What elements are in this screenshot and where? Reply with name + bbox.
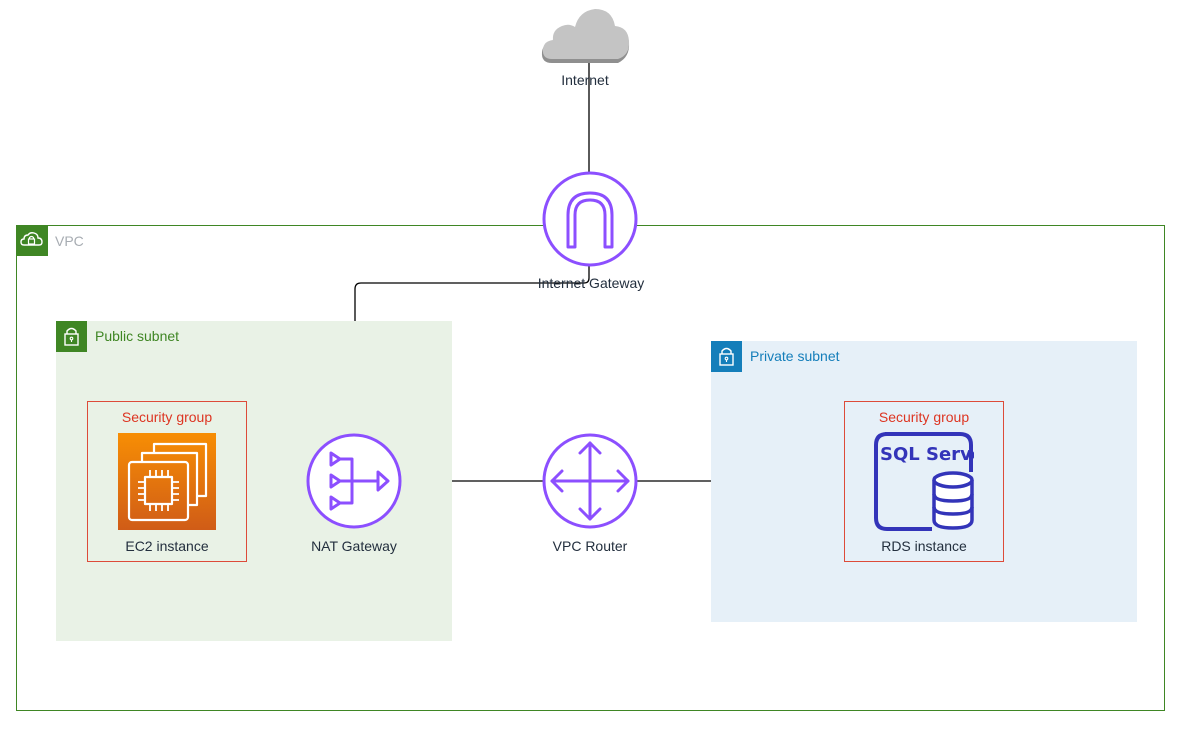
nat-gateway-icon[interactable]	[306, 433, 402, 529]
rds-sql-server-icon[interactable]: SQL Server	[874, 432, 974, 532]
vpc-router-label: VPC Router	[552, 538, 628, 554]
private-subnet	[711, 341, 1137, 622]
vpc-router-icon[interactable]	[542, 433, 638, 529]
sql-server-text: SQL Server	[880, 444, 974, 465]
public-subnet-lock-icon	[56, 321, 87, 352]
nat-gateway-label: NAT Gateway	[311, 538, 397, 554]
internet-gateway-label: Internet Gateway	[537, 275, 645, 291]
rds-security-group-label: Security group	[878, 409, 970, 425]
rds-instance-label: RDS instance	[881, 538, 967, 554]
public-subnet-label: Public subnet	[95, 328, 180, 344]
private-subnet-lock-icon	[711, 341, 742, 372]
ec2-instance-label: EC2 instance	[125, 538, 209, 554]
ec2-instance-icon[interactable]	[118, 433, 216, 530]
ec2-security-group	[87, 401, 247, 562]
internet-cloud-icon	[540, 5, 632, 65]
internet-gateway-icon[interactable]	[542, 171, 638, 267]
internet-label: Internet	[561, 72, 609, 88]
rds-security-group	[844, 401, 1004, 562]
ec2-security-group-label: Security group	[121, 409, 213, 425]
vpc-cloud-lock-icon	[16, 225, 48, 256]
private-subnet-label: Private subnet	[750, 348, 840, 364]
vpc-label: VPC	[55, 233, 84, 249]
